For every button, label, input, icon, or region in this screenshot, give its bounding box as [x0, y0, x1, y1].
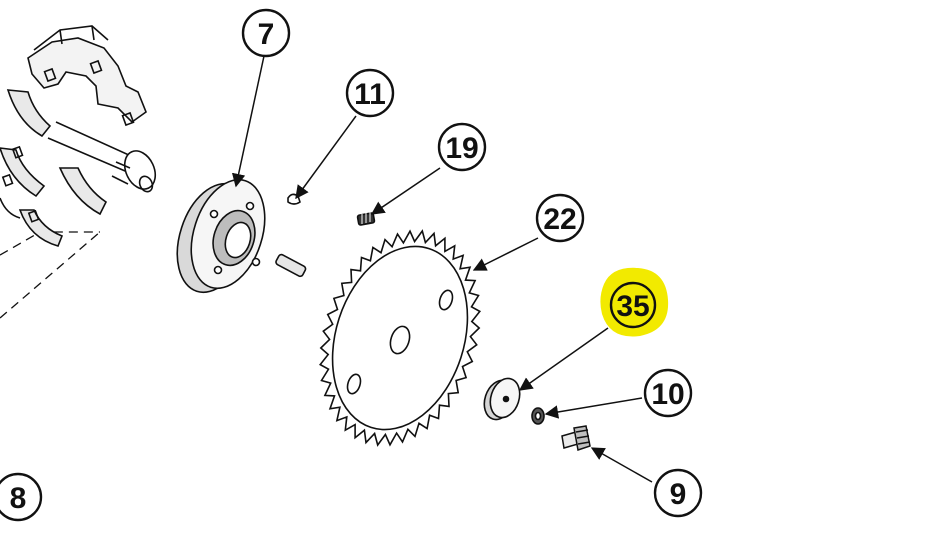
callout-10[interactable]: 10 — [643, 368, 693, 418]
washer — [483, 377, 521, 421]
callout-35-label: 35 — [616, 290, 649, 323]
bolt — [561, 425, 591, 451]
callout-19-label: 19 — [445, 132, 478, 165]
callout-11-label: 11 — [354, 78, 386, 111]
key-and-pins — [275, 193, 376, 278]
callout-9[interactable]: 9 — [653, 468, 703, 518]
lock-nut — [531, 407, 545, 425]
callout-7[interactable]: 7 — [241, 8, 291, 58]
sprocket — [318, 229, 482, 447]
callout-8[interactable]: 8 — [0, 472, 43, 522]
callout-9-label: 9 — [670, 478, 687, 511]
callouts: 7 11 19 22 35 10 9 8 — [0, 8, 703, 522]
callout-8-label: 8 — [10, 482, 27, 515]
callout-35[interactable]: 35 — [600, 267, 669, 337]
reel-assembly — [0, 25, 157, 319]
callout-11[interactable]: 11 — [345, 68, 395, 118]
bearing-flange — [176, 178, 266, 294]
leader-lines — [231, 55, 653, 483]
callout-19[interactable]: 19 — [437, 122, 487, 172]
callout-10-label: 10 — [651, 378, 684, 411]
callout-22[interactable]: 22 — [535, 193, 585, 243]
callout-22-label: 22 — [543, 203, 576, 236]
callout-7-label: 7 — [258, 18, 275, 51]
